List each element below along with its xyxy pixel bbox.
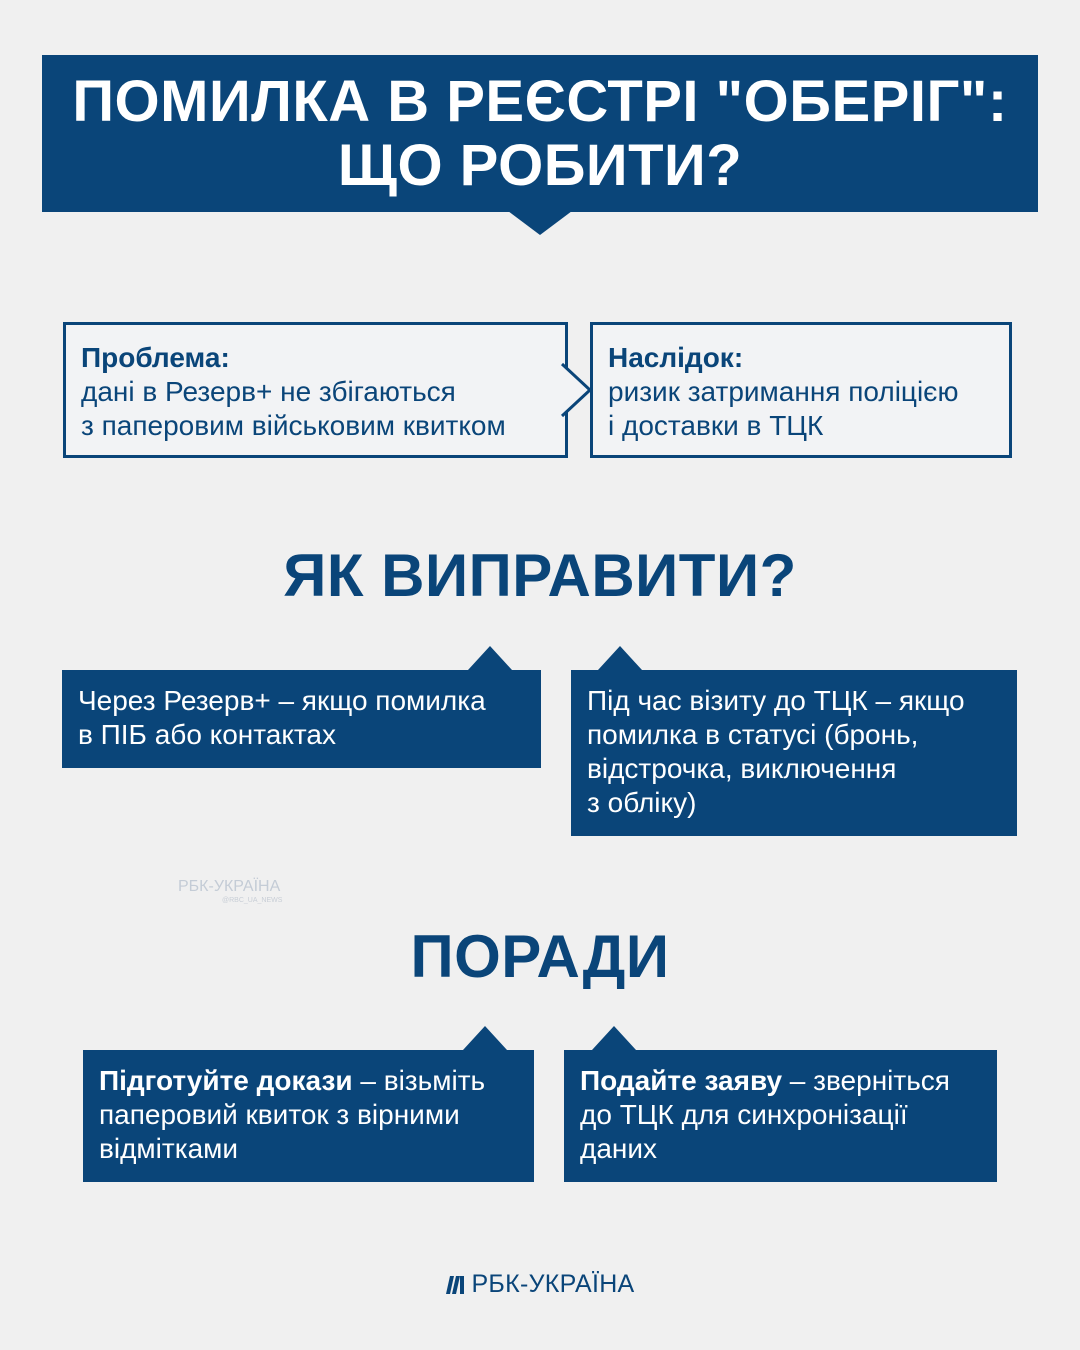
watermark: РБК-УКРАЇНА @RBC_UA_NEWS: [178, 878, 282, 905]
watermark-handle: @RBC_UA_NEWS: [222, 897, 283, 904]
result-line-1: ризик затримання поліцією: [608, 376, 959, 407]
tip-right-first-line: Подайте заяву – зверніться: [580, 1064, 983, 1098]
fix-right-line-1: Під час візиту до ТЦК – якщо: [587, 685, 965, 716]
tip-evidence-box: Підготуйте докази – візьміть паперовий к…: [83, 1050, 534, 1182]
tip-application-box: Подайте заяву – зверніться до ТЦК для си…: [564, 1050, 997, 1182]
fix-via-tck-box: Під час візиту до ТЦК – якщо помилка в с…: [571, 670, 1017, 836]
watermark-brand: РБК-УКРАЇНА: [178, 878, 281, 895]
problem-line-1: дані в Резерв+ не збігаються: [81, 376, 456, 407]
tip-left-bold: Підготуйте докази: [99, 1065, 353, 1096]
result-heading: Наслідок:: [608, 342, 744, 373]
problem-heading: Проблема:: [81, 342, 230, 373]
tip-left-first-line: Підготуйте докази – візьміть: [99, 1064, 520, 1098]
problem-line-2: з паперовим військовим квитком: [81, 410, 506, 441]
pointer-up-icon: [468, 646, 512, 670]
tip-right-line-2: до ТЦК для синхронізації: [580, 1099, 908, 1130]
tip-right-line-3: даних: [580, 1133, 658, 1164]
pointer-up-icon: [598, 646, 642, 670]
fix-left-line-1: Через Резерв+ – якщо помилка: [78, 685, 486, 716]
tips-title: ПОРАДИ: [410, 923, 670, 990]
rbc-logo-icon: [446, 1275, 465, 1294]
tip-right-rest: – зверніться: [782, 1065, 950, 1096]
pointer-up-icon: [592, 1026, 636, 1050]
pointer-up-icon: [463, 1026, 507, 1050]
title-line-1: ПОМИЛКА В РЕЄСТРІ "ОБЕРІГ":: [72, 68, 1008, 134]
footer-logo: РБК-УКРАЇНА: [0, 1270, 1080, 1299]
title-line-2: ЩО РОБИТИ?: [337, 132, 743, 198]
title-arrow-icon: [508, 211, 572, 235]
problem-box: Проблема: дані в Резерв+ не збігаються з…: [63, 322, 568, 458]
footer-brand: РБК-УКРАЇНА: [471, 1270, 635, 1298]
chevron-right-icon: [560, 362, 593, 418]
tip-left-rest: – візьміть: [352, 1065, 486, 1096]
tip-right-bold: Подайте заяву: [580, 1065, 783, 1096]
how-to-fix-title: ЯК ВИПРАВИТИ?: [283, 542, 797, 609]
tip-left-line-3: відмітками: [99, 1133, 239, 1164]
fix-right-line-2: помилка в статусі (бронь,: [587, 719, 919, 750]
tip-left-line-2: паперовий квиток з вірними: [99, 1099, 460, 1130]
fix-right-line-4: з обліку): [587, 787, 697, 818]
fix-right-line-3: відстрочка, виключення: [587, 753, 897, 784]
result-line-2: і доставки в ТЦК: [608, 410, 824, 441]
result-box: Наслідок: ризик затримання поліцією і до…: [590, 322, 1012, 458]
title-banner: ПОМИЛКА В РЕЄСТРІ "ОБЕРІГ": ЩО РОБИТИ?: [42, 55, 1038, 212]
fix-left-line-2: в ПІБ або контактах: [78, 719, 337, 750]
fix-via-reserve-box: Через Резерв+ – якщо помилка в ПІБ або к…: [62, 670, 541, 768]
